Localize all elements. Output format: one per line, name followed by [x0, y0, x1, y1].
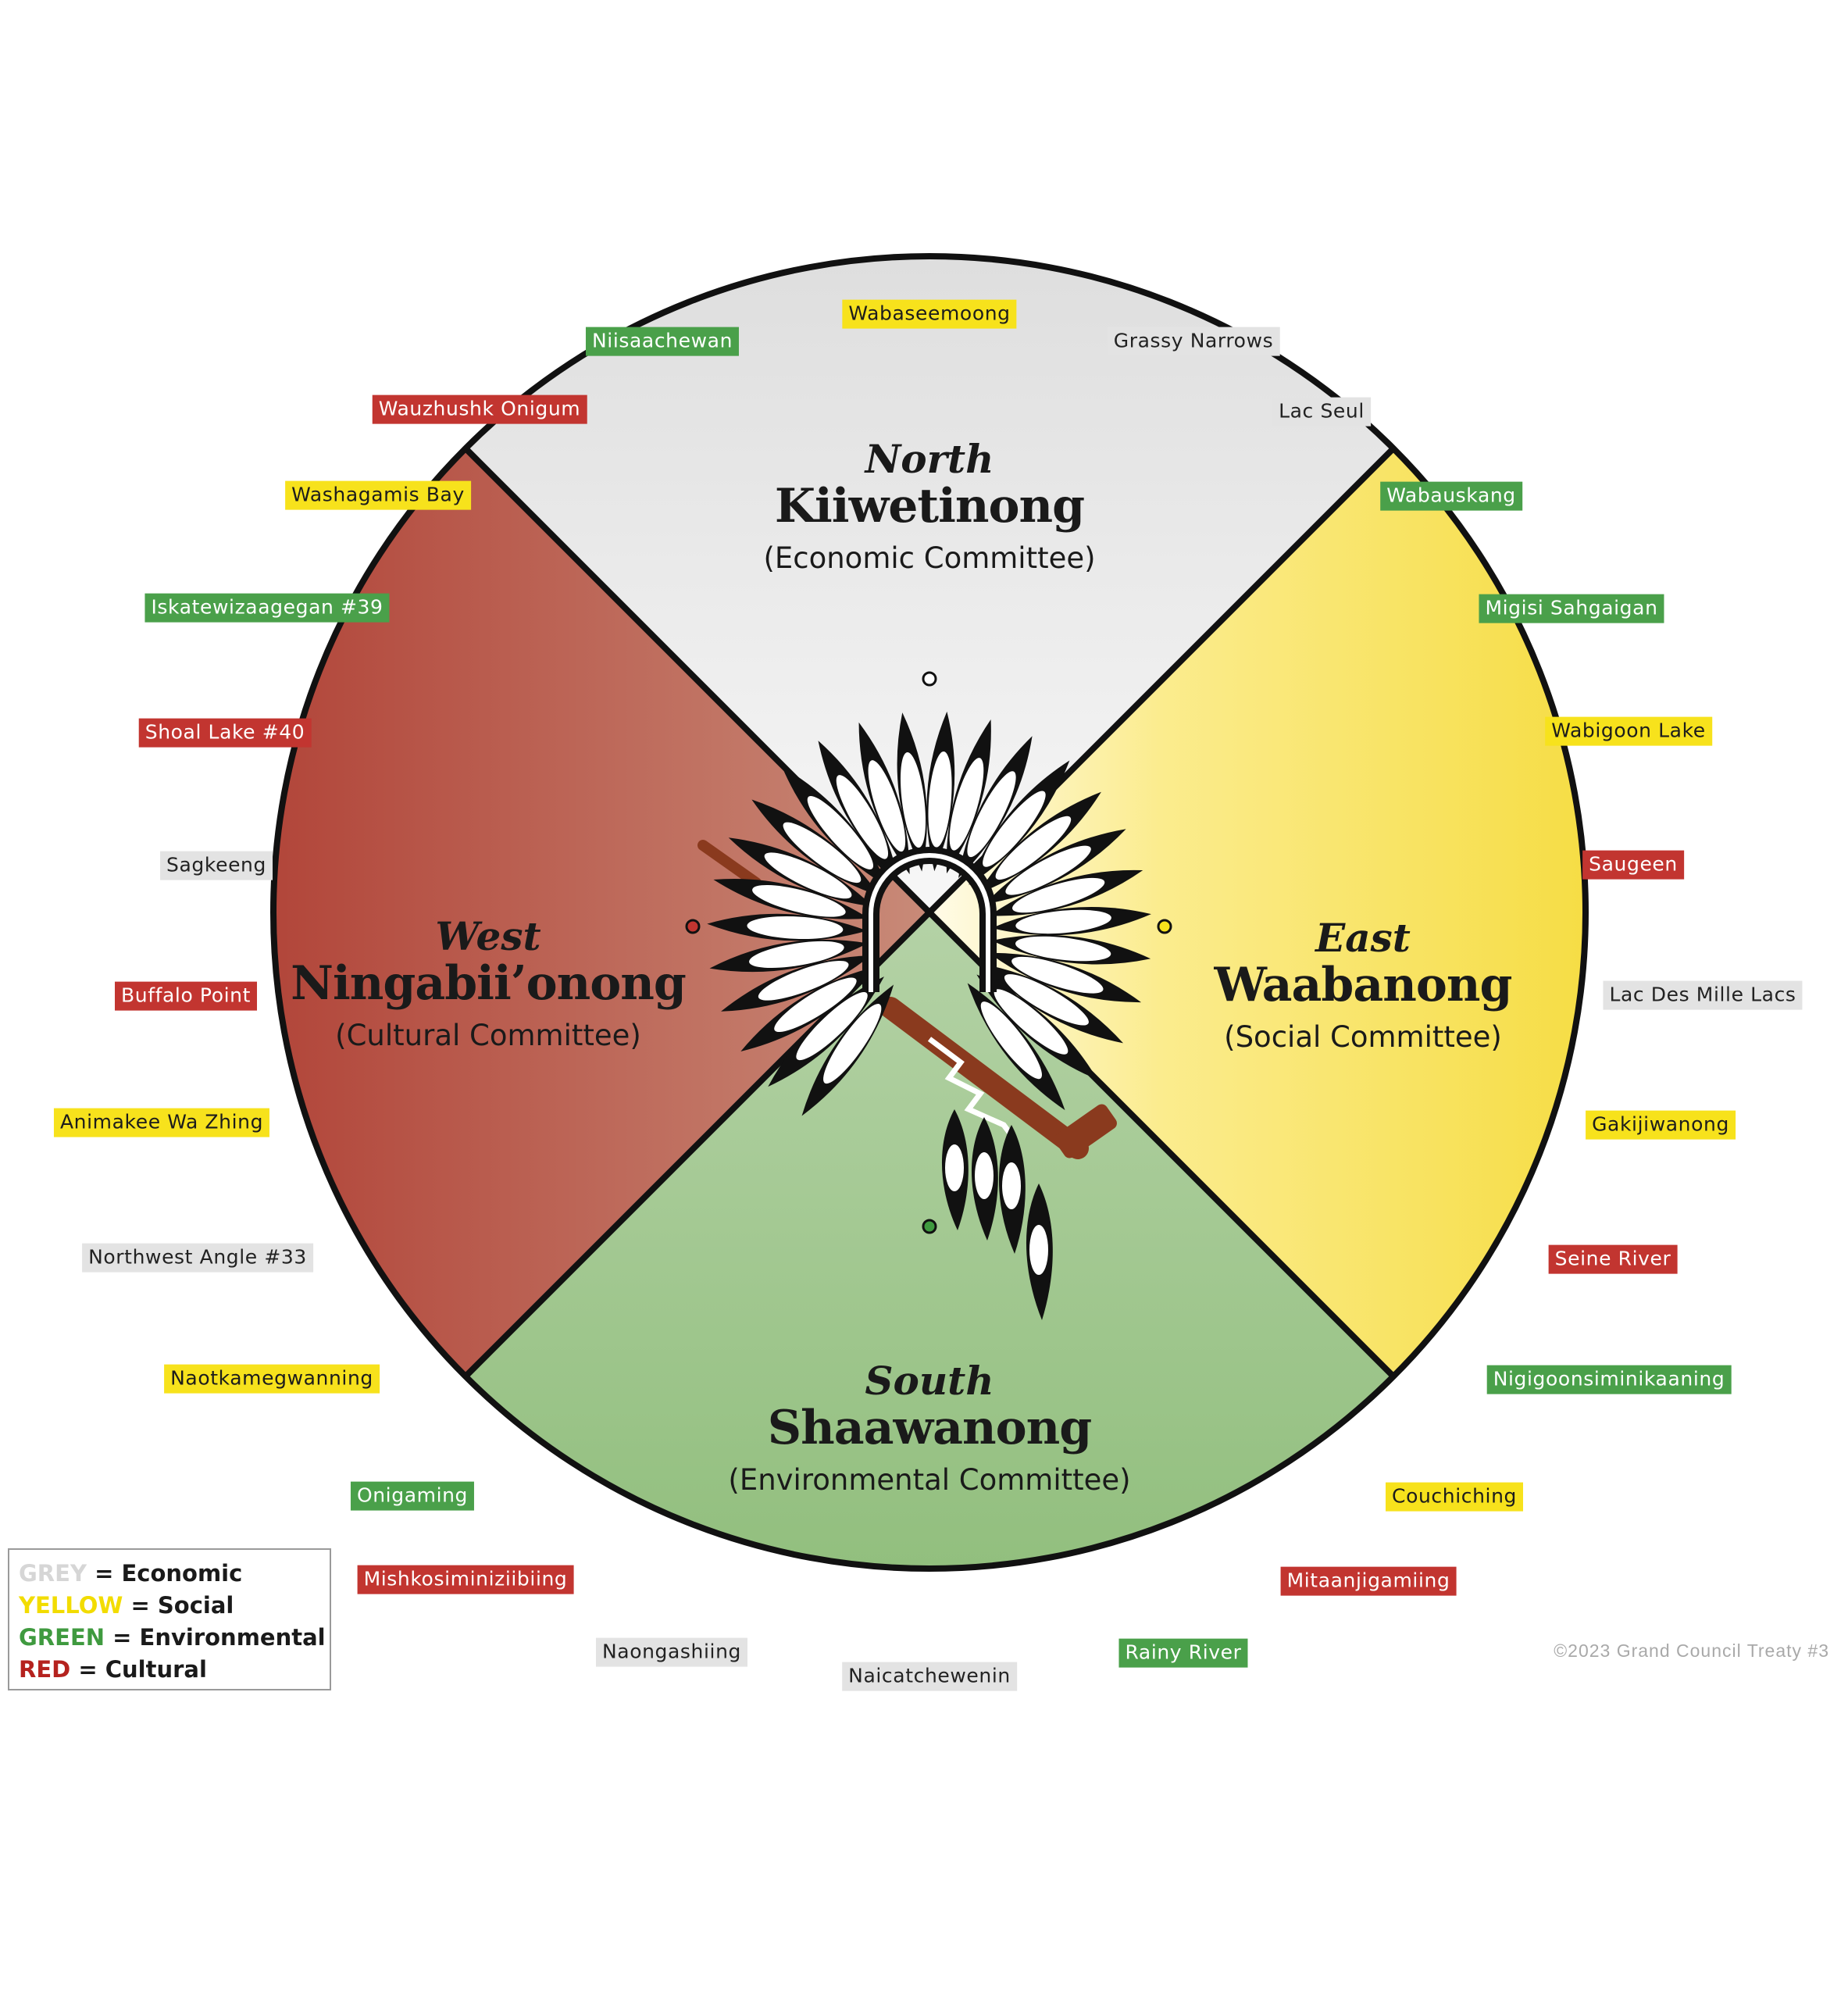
- feather-highlight-12: [900, 751, 926, 848]
- feather-highlight-5: [747, 916, 844, 940]
- legend-color-word: GREY: [19, 1560, 87, 1587]
- north-committee-label: (Economic Committee): [763, 541, 1096, 575]
- legend-meaning: = Cultural: [78, 1656, 207, 1683]
- feather-highlight-1: [796, 991, 868, 1061]
- south-quadrant: [466, 912, 1393, 1569]
- legend-meaning: = Economic: [95, 1560, 243, 1587]
- community-label: Naotkamegwanning: [164, 1364, 380, 1394]
- feather-highlight-16: [983, 791, 1046, 867]
- community-label: Mitaanjigamiing: [1280, 1566, 1457, 1596]
- community-label: Iskatewizaagegan #39: [144, 593, 390, 623]
- community-label: Wauzhushk Onigum: [372, 394, 587, 424]
- feather-highlight-21: [1015, 936, 1111, 962]
- east-name-label: Waabanong: [1214, 958, 1513, 1012]
- legend-color-word: YELLOW: [19, 1592, 123, 1619]
- north-title: North Kiiwetinong (Economic Committee): [763, 437, 1095, 580]
- community-label: Gakijiwanong: [1586, 1110, 1736, 1140]
- divider-line: [463, 446, 1396, 1379]
- wheel-outline: [270, 253, 1589, 1572]
- community-label: Naongashiing: [595, 1637, 748, 1667]
- community-label: Grassy Narrows: [1107, 327, 1280, 356]
- community-label: Rainy River: [1118, 1638, 1248, 1668]
- feather-highlight-2: [774, 977, 857, 1033]
- copyright-notice: ©2023 Grand Council Treaty #3: [1554, 1640, 1829, 1661]
- community-label: Lac Seul: [1272, 397, 1371, 427]
- ceremonial-pipe-icon: [697, 840, 1117, 1159]
- north-name-label: Kiiwetinong: [774, 479, 1085, 534]
- south-committee-label: (Environmental Committee): [728, 1463, 1131, 1497]
- west-direction-label: West: [435, 913, 541, 959]
- community-label: Wabigoon Lake: [1545, 716, 1712, 746]
- community-label: Onigaming: [350, 1481, 475, 1511]
- feather-highlight-19: [1012, 877, 1105, 913]
- feather-highlight-20: [1015, 909, 1111, 934]
- community-label: Sagkeeng: [160, 851, 273, 880]
- community-label: Buffalo Point: [115, 981, 257, 1011]
- south-name-label: Shaawanong: [767, 1401, 1092, 1455]
- community-label: Mishkosiminiziibiing: [357, 1565, 574, 1594]
- community-label: Washagamis Bay: [285, 480, 471, 510]
- east-dot-icon: [1157, 919, 1172, 934]
- feather-highlight-17: [995, 816, 1072, 880]
- south-dot-icon: [922, 1219, 937, 1234]
- feather-highlight-9: [807, 795, 873, 870]
- community-label: Lac Des Mille Lacs: [1603, 980, 1803, 1010]
- feather-highlight-13: [928, 751, 952, 848]
- feather-highlight-0: [823, 1004, 882, 1084]
- feather-highlight-8: [783, 822, 862, 884]
- community-label: Animakee Wa Zhing: [53, 1108, 270, 1137]
- community-label: Northwest Angle #33: [82, 1243, 313, 1273]
- community-label: Saugeen: [1582, 850, 1684, 880]
- north-quadrant: [466, 255, 1393, 912]
- legend-row: GREEN = Environmental: [19, 1622, 326, 1654]
- legend-color-word: RED: [19, 1656, 71, 1683]
- east-committee-label: (Social Committee): [1224, 1020, 1502, 1054]
- feather-highlight-14: [949, 758, 984, 851]
- community-label: Naicatchewenin: [842, 1662, 1017, 1691]
- feather-highlight-18: [1005, 845, 1091, 895]
- feather-highlight-10: [836, 775, 889, 859]
- community-label: Wabaseemoong: [842, 299, 1017, 329]
- feather-highlight-6: [752, 884, 846, 917]
- west-title: West Ningabii’onong (Cultural Committee): [291, 913, 687, 1058]
- feather-headdress-icon: [707, 711, 1151, 1116]
- community-label: Migisi Sahgaigan: [1479, 594, 1664, 623]
- feather-highlight-15: [967, 771, 1016, 858]
- legend-color-word: GREEN: [19, 1624, 105, 1651]
- community-label: Shoal Lake #40: [138, 718, 312, 748]
- legend-row: GREY = Economic: [19, 1558, 320, 1590]
- feather-highlight-24: [994, 989, 1068, 1055]
- hanging-feathers-icon: [941, 1109, 1053, 1320]
- legend-meaning: = Environmental: [112, 1624, 326, 1651]
- legend-meaning: = Social: [130, 1592, 234, 1619]
- community-label: Wabauskang: [1380, 481, 1522, 511]
- color-legend: GREY = Economic YELLOW = Social GREEN = …: [8, 1548, 331, 1690]
- legend-row: YELLOW = Social: [19, 1590, 320, 1622]
- community-label: Couchiching: [1386, 1482, 1523, 1512]
- south-title: South Shaawanong (Environmental Committe…: [728, 1359, 1130, 1502]
- west-quadrant: [273, 448, 929, 1376]
- feather-highlight-11: [868, 760, 906, 852]
- east-direction-label: East: [1315, 915, 1411, 961]
- feather-highlight-7: [764, 852, 852, 899]
- community-label: Nigigoonsiminikaaning: [1486, 1365, 1732, 1394]
- north-direction-label: North: [865, 436, 994, 482]
- west-dot-icon: [685, 919, 701, 934]
- feather-highlight-3: [758, 960, 849, 1001]
- headband-arch-inner: [869, 853, 990, 992]
- north-dot-icon: [922, 671, 937, 687]
- legend-row: RED = Cultural: [19, 1654, 320, 1686]
- feather-highlight-23: [1004, 974, 1089, 1026]
- east-title: East Waabanong (Social Committee): [1214, 915, 1513, 1059]
- community-label: Niisaachewan: [585, 327, 740, 356]
- feather-highlight-25: [980, 1001, 1042, 1080]
- feather-highlight-22: [1011, 956, 1104, 994]
- south-direction-label: South: [865, 1358, 994, 1404]
- west-name-label: Ningabii’onong: [291, 956, 687, 1011]
- east-quadrant: [929, 448, 1586, 1376]
- feather-highlight-4: [749, 941, 844, 969]
- community-label: Seine River: [1548, 1244, 1678, 1274]
- west-committee-label: (Cultural Committee): [335, 1019, 641, 1052]
